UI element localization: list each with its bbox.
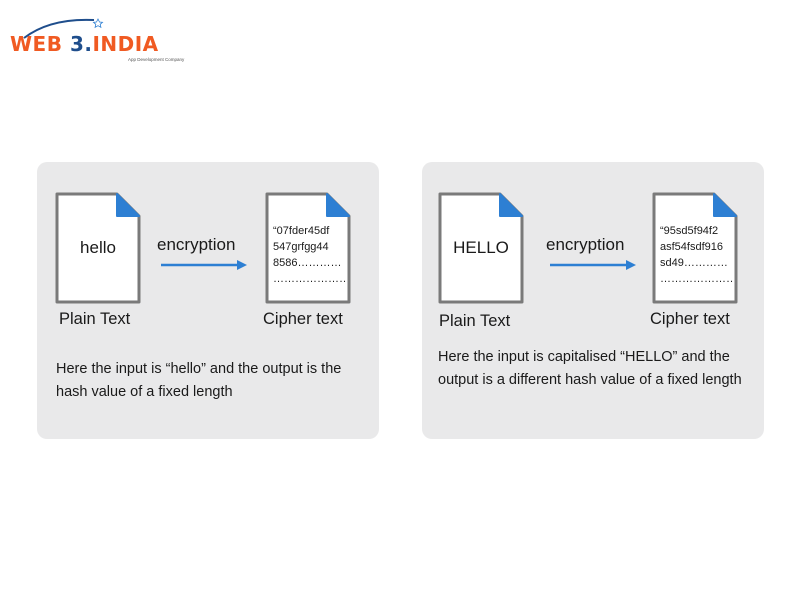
cipher-line: “95sd5f94f2 [660, 225, 719, 237]
cipher-text-label: Cipher text [650, 310, 730, 328]
encryption-label: encryption [546, 235, 625, 254]
document-icon [265, 192, 351, 304]
cipher-text-document: “95sd5f94f2 asf54fsdf916 sd49………… ………………… [652, 192, 738, 304]
cipher-line: ……………………” [660, 273, 734, 285]
document-icon [55, 192, 141, 304]
right-arrow-icon [161, 260, 247, 270]
example-panel-uppercase: HELLO Plain Text encryption “95sd5f94f2 … [422, 162, 764, 439]
cipher-line: 8586………… [273, 257, 342, 269]
right-arrow-icon [550, 260, 636, 270]
cipher-text-content: “07fder45df 547grfgg44 8586………… ……………………… [273, 223, 347, 287]
cipher-line: sd49………… [660, 257, 728, 269]
cipher-line: “07fder45df [273, 225, 330, 237]
cipher-text-label: Cipher text [263, 310, 343, 328]
plain-text-content: hello [80, 238, 116, 257]
example-panel-lowercase: hello Plain Text encryption “07fder45df … [37, 162, 379, 439]
panel-description: Here the input is “hello” and the output… [56, 361, 342, 400]
plain-text-label: Plain Text [439, 312, 511, 330]
logo-wordmark: WEB 3.INDIA [10, 32, 159, 56]
plain-text-document: hello [55, 192, 141, 304]
cipher-text-document: “07fder45df 547grfgg44 8586………… ……………………… [265, 192, 351, 304]
logo-word-version: 3. [69, 32, 93, 56]
cipher-line: ……………………” [273, 273, 347, 285]
panel-description: Here the input is capitalised “HELLO” an… [438, 349, 742, 388]
logo-word-web: WEB [10, 32, 63, 56]
plain-text-content: HELLO [453, 238, 509, 257]
logo-word-india: INDIA [92, 32, 159, 56]
brand-logo: WEB 3.INDIA App Development Company [10, 14, 185, 64]
logo-tagline: App Development Company [128, 57, 185, 62]
encryption-label: encryption [157, 235, 236, 254]
document-icon [438, 192, 524, 304]
plain-text-label: Plain Text [59, 310, 131, 328]
cipher-line: asf54fsdf916 [660, 241, 723, 253]
plain-text-document: HELLO [438, 192, 524, 304]
logo-swoosh-icon [23, 18, 104, 39]
document-icon [652, 192, 738, 304]
cipher-text-content: “95sd5f94f2 asf54fsdf916 sd49………… ………………… [660, 223, 734, 287]
cipher-line: 547grfgg44 [273, 241, 329, 253]
